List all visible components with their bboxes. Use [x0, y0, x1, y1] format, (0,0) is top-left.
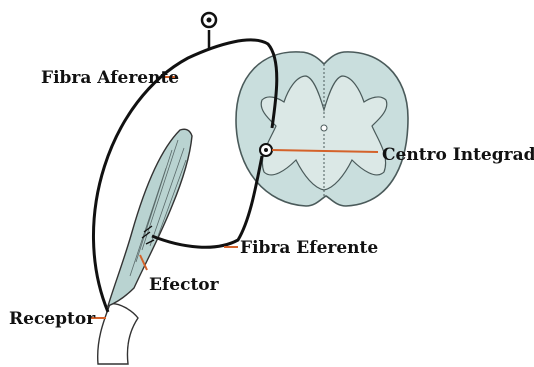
efferent-fiber-label: Fibra Eferente [240, 238, 378, 258]
integration-center-label: Centro Integrador [382, 145, 534, 165]
effector-label: Efector [149, 275, 220, 295]
bone [98, 304, 138, 364]
central-canal [321, 125, 327, 131]
ganglion-nucleus [207, 18, 212, 23]
afferent-fiber-label: Fibra Aferente [41, 68, 179, 88]
receptor-label: Receptor [9, 309, 96, 329]
integration-neuron-nucleus [264, 148, 268, 152]
spinal-cord [236, 52, 408, 206]
